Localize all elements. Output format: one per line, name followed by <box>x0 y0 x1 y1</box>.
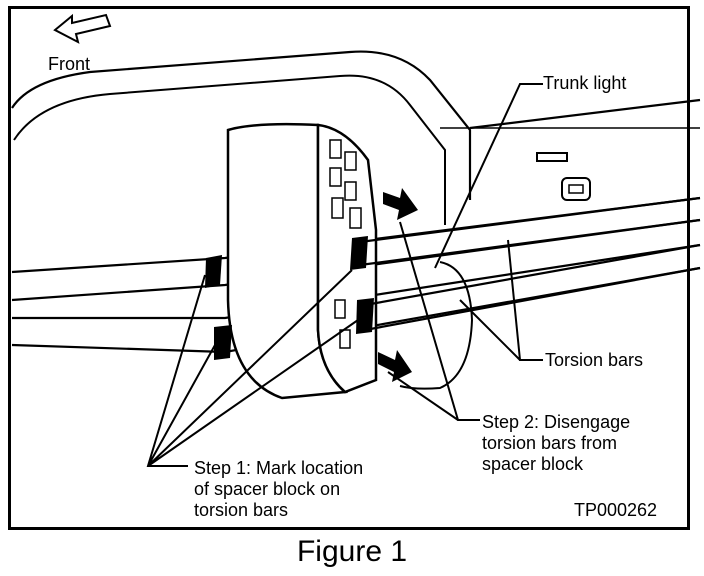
trunk-light-housing <box>399 261 474 390</box>
leader-torsion-bars <box>459 239 543 361</box>
location-mark <box>350 236 368 270</box>
torsion-bars-label: Torsion bars <box>545 350 644 370</box>
illustration-frame <box>8 6 690 530</box>
disengage-arrow-upper <box>383 188 418 220</box>
figure-code: TP000262 <box>574 500 658 520</box>
disengage-arrow-lower <box>378 350 412 382</box>
torsion-bar-lower-a <box>12 243 701 320</box>
spacer-cell <box>331 197 344 219</box>
spacer-cell <box>349 207 362 229</box>
trunk-lid-inner <box>13 74 446 225</box>
leader-step2 <box>387 221 480 421</box>
figure-caption: Figure 1 <box>296 535 408 568</box>
step1-label: Step 1: Mark location of spacer block on… <box>194 458 364 520</box>
front-label: Front <box>48 54 91 74</box>
trunk-lid-outline <box>11 50 701 200</box>
spacer-cell <box>344 181 357 201</box>
trunk-slot <box>536 152 568 162</box>
spacer-block-side <box>316 123 378 394</box>
trunk-light-label: Trunk light <box>543 73 627 93</box>
location-mark <box>214 325 232 360</box>
step2-label: Step 2: Disengage torsion bars from spac… <box>482 412 631 474</box>
leader-step1 <box>146 269 359 467</box>
trunk-light-inner <box>568 184 584 194</box>
bar-through-block-upper <box>359 196 701 267</box>
trunk-light-lens <box>561 177 591 201</box>
spacer-cell <box>334 299 346 319</box>
leader-trunk-light <box>434 83 543 269</box>
front-arrow-icon <box>53 13 112 44</box>
spacer-cell <box>329 139 342 159</box>
spacer-cell <box>329 167 342 187</box>
spacer-cell <box>344 151 357 171</box>
location-mark <box>356 298 374 334</box>
location-mark <box>205 255 222 288</box>
